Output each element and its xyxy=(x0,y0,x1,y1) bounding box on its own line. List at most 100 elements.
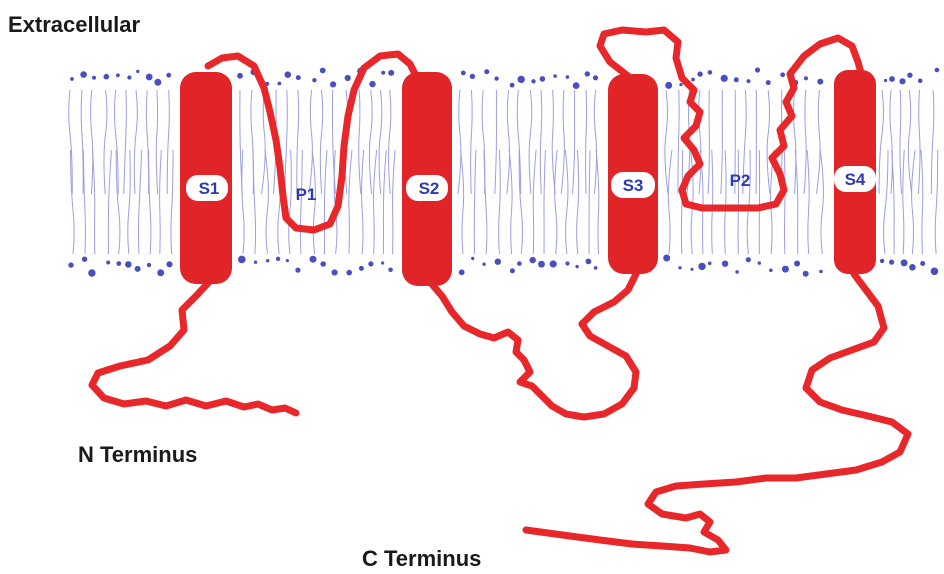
lipid-tail xyxy=(499,150,501,254)
lipid-head xyxy=(935,68,940,73)
lipid-tail xyxy=(668,150,672,254)
lipid-head xyxy=(266,259,269,262)
lipid-tail xyxy=(577,150,579,254)
lipid-tail xyxy=(242,150,244,254)
lipid-head xyxy=(136,70,139,73)
lipid-head xyxy=(495,259,501,265)
lipid-head xyxy=(755,67,760,72)
c-terminus-tail xyxy=(526,274,908,552)
lipid-tail xyxy=(262,90,266,194)
lipid-tail xyxy=(379,90,382,194)
lipid-head xyxy=(530,257,536,263)
segment-label-p1: P1 xyxy=(296,185,317,204)
lipid-head xyxy=(70,77,74,81)
segment-label-s1: S1 xyxy=(199,179,220,198)
lipid-head xyxy=(471,257,474,260)
lipid-head xyxy=(931,268,939,276)
lipid-head xyxy=(907,73,912,78)
lipid-tail xyxy=(484,150,487,254)
lipid-tail xyxy=(297,90,299,194)
lipid-tail xyxy=(931,90,934,194)
lipid-head xyxy=(346,270,352,276)
lipid-head xyxy=(80,71,87,78)
lipid-head xyxy=(104,74,110,80)
lipid-head xyxy=(388,70,394,76)
lipid-tail xyxy=(519,150,522,254)
lipid-head xyxy=(517,261,522,266)
lipid-tail xyxy=(533,150,536,254)
lipid-head xyxy=(276,257,280,261)
lipid-head xyxy=(538,261,545,268)
segment-label-s3: S3 xyxy=(623,176,644,195)
lipid-tail xyxy=(747,150,750,254)
lipid-tail xyxy=(156,90,157,194)
lipid-head xyxy=(665,82,672,89)
lipid-tail xyxy=(309,90,312,194)
lipid-head xyxy=(540,76,546,82)
lipid-tail xyxy=(167,90,169,194)
lipid-head xyxy=(663,255,670,262)
lipid-head xyxy=(368,261,373,266)
lipid-head xyxy=(553,74,557,78)
lipid-head xyxy=(125,261,132,268)
lipid-tail xyxy=(69,90,73,194)
lipid-tail xyxy=(912,150,916,254)
lipid-tail xyxy=(589,150,590,254)
lipid-head xyxy=(920,261,925,266)
lipid-tail xyxy=(138,150,141,254)
lipid-head xyxy=(735,270,739,274)
lipid-head xyxy=(550,260,557,267)
lipid-tail xyxy=(665,90,668,194)
lipid-head xyxy=(494,76,498,80)
lipid-head xyxy=(310,256,317,263)
lipid-head xyxy=(575,265,578,268)
lipid-tail xyxy=(784,150,785,254)
lipid-head xyxy=(237,73,243,79)
lipid-head xyxy=(116,73,120,77)
lipid-tail xyxy=(108,150,111,254)
lipid-tail xyxy=(128,150,130,254)
lipid-tail xyxy=(458,90,461,194)
lipid-head xyxy=(909,264,916,271)
s2-s3-cytoplasmic-loop xyxy=(430,274,636,417)
lipid-tail xyxy=(721,90,723,194)
lipid-head xyxy=(278,82,282,86)
lipid-head xyxy=(678,266,681,269)
lipid-head xyxy=(819,270,823,274)
lipid-tail xyxy=(900,90,902,194)
lipid-head xyxy=(585,71,590,76)
lipid-head xyxy=(116,261,121,266)
lipid-head xyxy=(296,75,301,80)
lipid-head xyxy=(803,271,809,277)
lipid-tail xyxy=(529,90,532,194)
lipid-head xyxy=(381,261,384,264)
lipid-head xyxy=(238,256,246,264)
lipid-head xyxy=(747,79,751,83)
lipid-tail xyxy=(699,90,701,194)
lipid-tail xyxy=(555,150,558,254)
lipid-head xyxy=(766,80,771,85)
lipid-head xyxy=(708,70,713,75)
c-terminus-label: C Terminus xyxy=(362,548,481,570)
lipid-tail xyxy=(146,90,148,194)
lipid-tail xyxy=(586,90,587,194)
lipid-tail xyxy=(561,90,564,194)
lipid-head xyxy=(369,81,375,87)
lipid-tail xyxy=(474,150,476,254)
lipid-head xyxy=(320,261,326,267)
lipid-head xyxy=(817,79,823,85)
lipid-head xyxy=(721,75,728,82)
lipid-tail xyxy=(935,150,937,254)
lipid-head xyxy=(312,78,316,82)
lipid-tail xyxy=(160,150,162,254)
segment-label-pads xyxy=(186,166,876,201)
lipid-head xyxy=(461,71,466,76)
lipid-head xyxy=(286,259,289,262)
lipid-tail xyxy=(921,150,923,254)
lipid-tail xyxy=(83,150,85,254)
extracellular-label: Extracellular xyxy=(8,14,140,36)
lipid-head xyxy=(154,79,161,86)
segment-label-s2: S2 xyxy=(419,179,440,198)
lipid-head xyxy=(758,261,761,264)
